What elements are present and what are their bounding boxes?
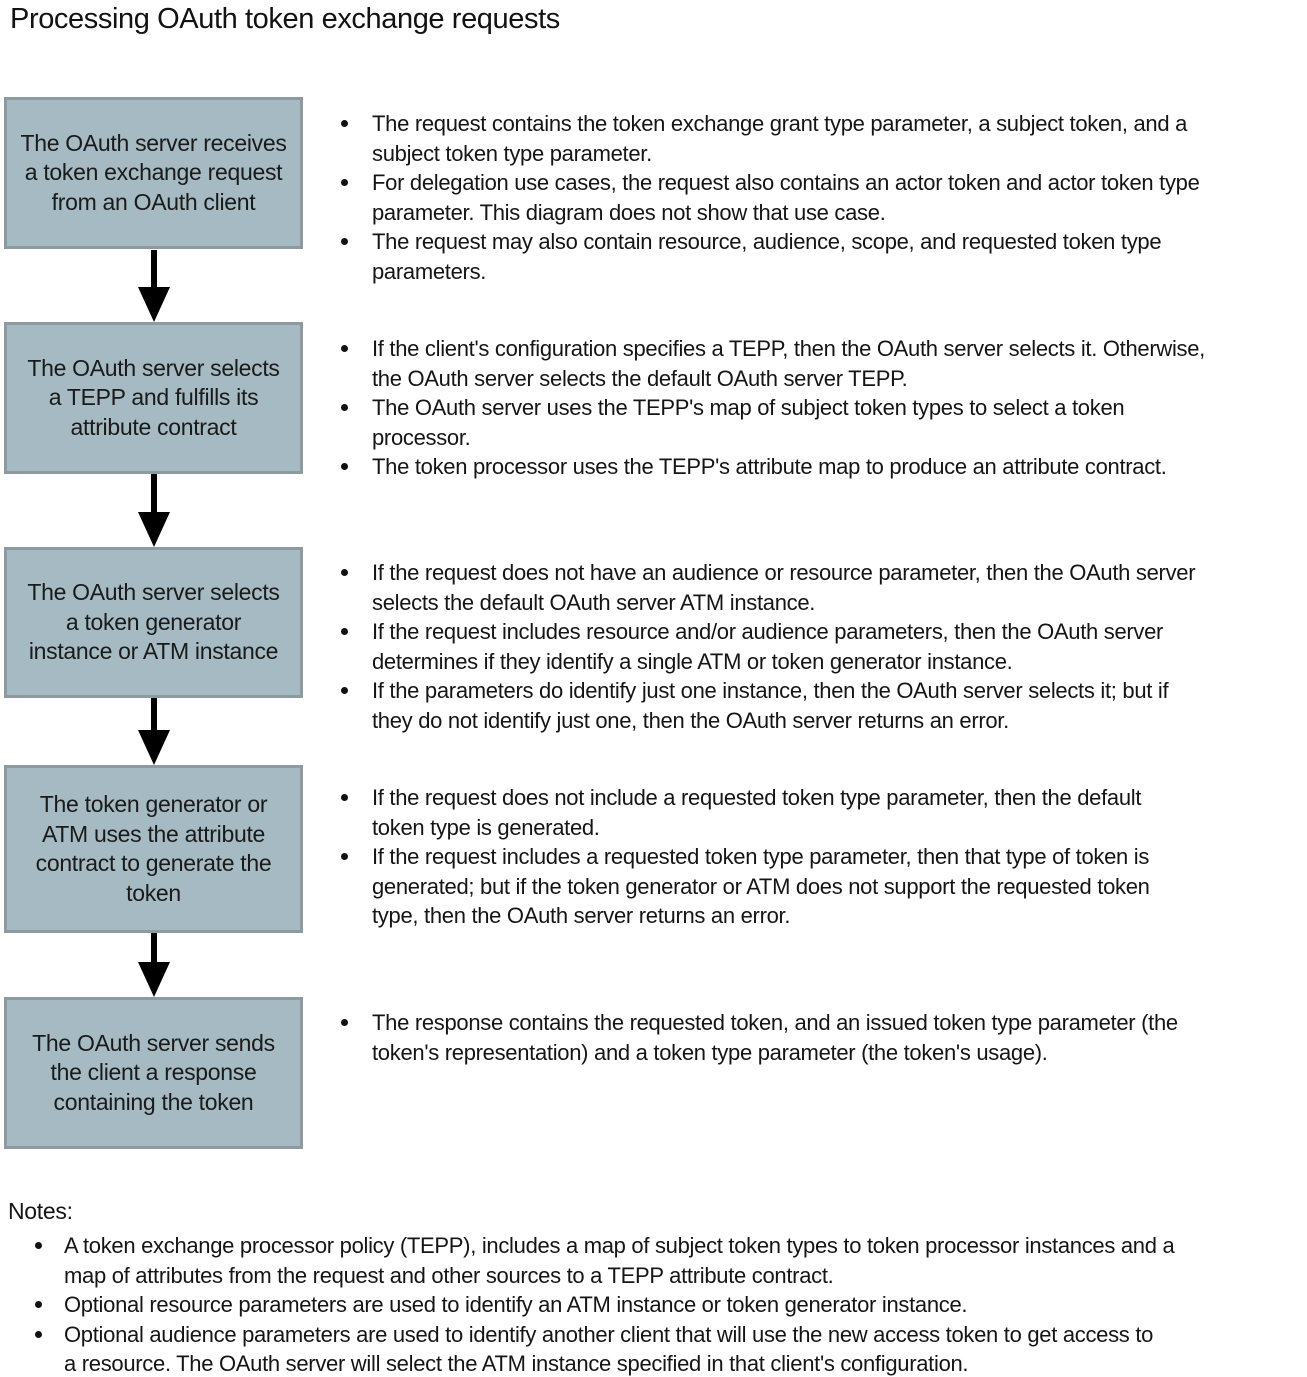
bullet-marker — [30, 1231, 64, 1249]
bullet-marker — [334, 1008, 372, 1026]
bullet-item: The response contains the requested toke… — [334, 1008, 1307, 1067]
note-text: A token exchange processor policy (TEPP)… — [64, 1233, 1175, 1288]
flow-box-label: The OAuth server receives a token exchan… — [20, 129, 287, 215]
flow-box-label: The OAuth server selects a TEPP and fulf… — [27, 354, 280, 440]
flow-box-step-5: The OAuth server sends the client a resp… — [4, 997, 303, 1149]
note-item: A token exchange processor policy (TEPP)… — [30, 1231, 1304, 1290]
step-5-bullets: The response contains the requested toke… — [334, 1008, 1307, 1067]
bullet-marker — [334, 676, 372, 694]
flow-box-label: The token generator or ATM uses the attr… — [35, 791, 272, 906]
bullet-text: If the request includes a requested toke… — [372, 844, 1150, 928]
bullet-marker — [334, 842, 372, 860]
flow-box-label: The OAuth server selects a token generat… — [27, 579, 280, 665]
flow-box-label: The OAuth server sends the client a resp… — [32, 1029, 275, 1115]
bullet-text: For delegation use cases, the request al… — [372, 170, 1200, 225]
bullet-marker — [334, 558, 372, 576]
notes-heading: Notes: — [8, 1198, 73, 1224]
bullet-marker — [30, 1290, 64, 1308]
bullet-text: If the request does not have an audience… — [372, 560, 1196, 615]
bullet-text: The request may also contain resource, a… — [372, 229, 1162, 284]
arrow-head-icon — [137, 730, 170, 765]
flow-box-step-1: The OAuth server receives a token exchan… — [4, 97, 303, 249]
bullet-item: The request contains the token exchange … — [334, 109, 1307, 168]
flow-box-step-3: The OAuth server selects a token generat… — [4, 547, 303, 698]
bullet-text: The response contains the requested toke… — [372, 1010, 1178, 1065]
note-text: Optional audience parameters are used to… — [64, 1321, 1154, 1377]
bullet-item: The OAuth server uses the TEPP's map of … — [334, 393, 1307, 452]
bullet-item: If the request includes resource and/or … — [334, 617, 1307, 676]
down-arrow-4 — [4, 933, 303, 997]
bullet-marker — [334, 617, 372, 635]
bullet-item: If the parameters do identify just one i… — [334, 676, 1307, 735]
bullet-text: The request contains the token exchange … — [372, 111, 1188, 166]
step-1-bullets: The request contains the token exchange … — [334, 109, 1307, 286]
down-arrow-3 — [4, 698, 303, 765]
bullet-marker — [334, 168, 372, 186]
bullet-text: If the request does not include a reques… — [372, 785, 1142, 840]
page-title: Processing OAuth token exchange requests — [10, 3, 560, 35]
bullet-marker — [334, 452, 372, 470]
step-3-bullets: If the request does not have an audience… — [334, 558, 1307, 735]
flow-box-step-4: The token generator or ATM uses the attr… — [4, 765, 303, 933]
bullet-text: If the client's configuration specifies … — [372, 336, 1205, 391]
arrow-stem — [150, 474, 157, 512]
arrow-stem — [150, 698, 157, 730]
bullet-marker — [334, 334, 372, 352]
down-arrow-2 — [4, 474, 303, 547]
bullet-item: If the client's configuration specifies … — [334, 334, 1307, 393]
bullet-marker — [334, 227, 372, 245]
notes-list: A token exchange processor policy (TEPP)… — [30, 1231, 1304, 1377]
bullet-item: If the request does not have an audience… — [334, 558, 1307, 617]
note-item: Optional audience parameters are used to… — [30, 1320, 1304, 1377]
arrow-stem — [150, 933, 157, 962]
step-4-bullets: If the request does not include a reques… — [334, 783, 1307, 931]
bullet-item: The request may also contain resource, a… — [334, 227, 1307, 286]
bullet-text: The OAuth server uses the TEPP's map of … — [372, 395, 1125, 450]
down-arrow-1 — [4, 250, 303, 322]
arrow-head-icon — [137, 287, 170, 322]
step-2-bullets: If the client's configuration specifies … — [334, 334, 1307, 482]
arrow-head-icon — [137, 962, 170, 997]
note-text: Optional resource parameters are used to… — [64, 1292, 968, 1317]
bullet-item: The token processor uses the TEPP's attr… — [334, 452, 1307, 482]
bullet-item: If the request does not include a reques… — [334, 783, 1307, 842]
bullet-item: If the request includes a requested toke… — [334, 842, 1307, 931]
bullet-text: The token processor uses the TEPP's attr… — [372, 454, 1167, 479]
flow-box-step-2: The OAuth server selects a TEPP and fulf… — [4, 322, 303, 474]
bullet-marker — [334, 783, 372, 801]
bullet-marker — [30, 1320, 64, 1338]
bullet-text: If the request includes resource and/or … — [372, 619, 1164, 674]
arrow-stem — [150, 250, 157, 287]
bullet-text: If the parameters do identify just one i… — [372, 678, 1169, 733]
bullet-marker — [334, 393, 372, 411]
bullet-item: For delegation use cases, the request al… — [334, 168, 1307, 227]
note-item: Optional resource parameters are used to… — [30, 1290, 1304, 1320]
arrow-head-icon — [137, 512, 170, 547]
bullet-marker — [334, 109, 372, 127]
